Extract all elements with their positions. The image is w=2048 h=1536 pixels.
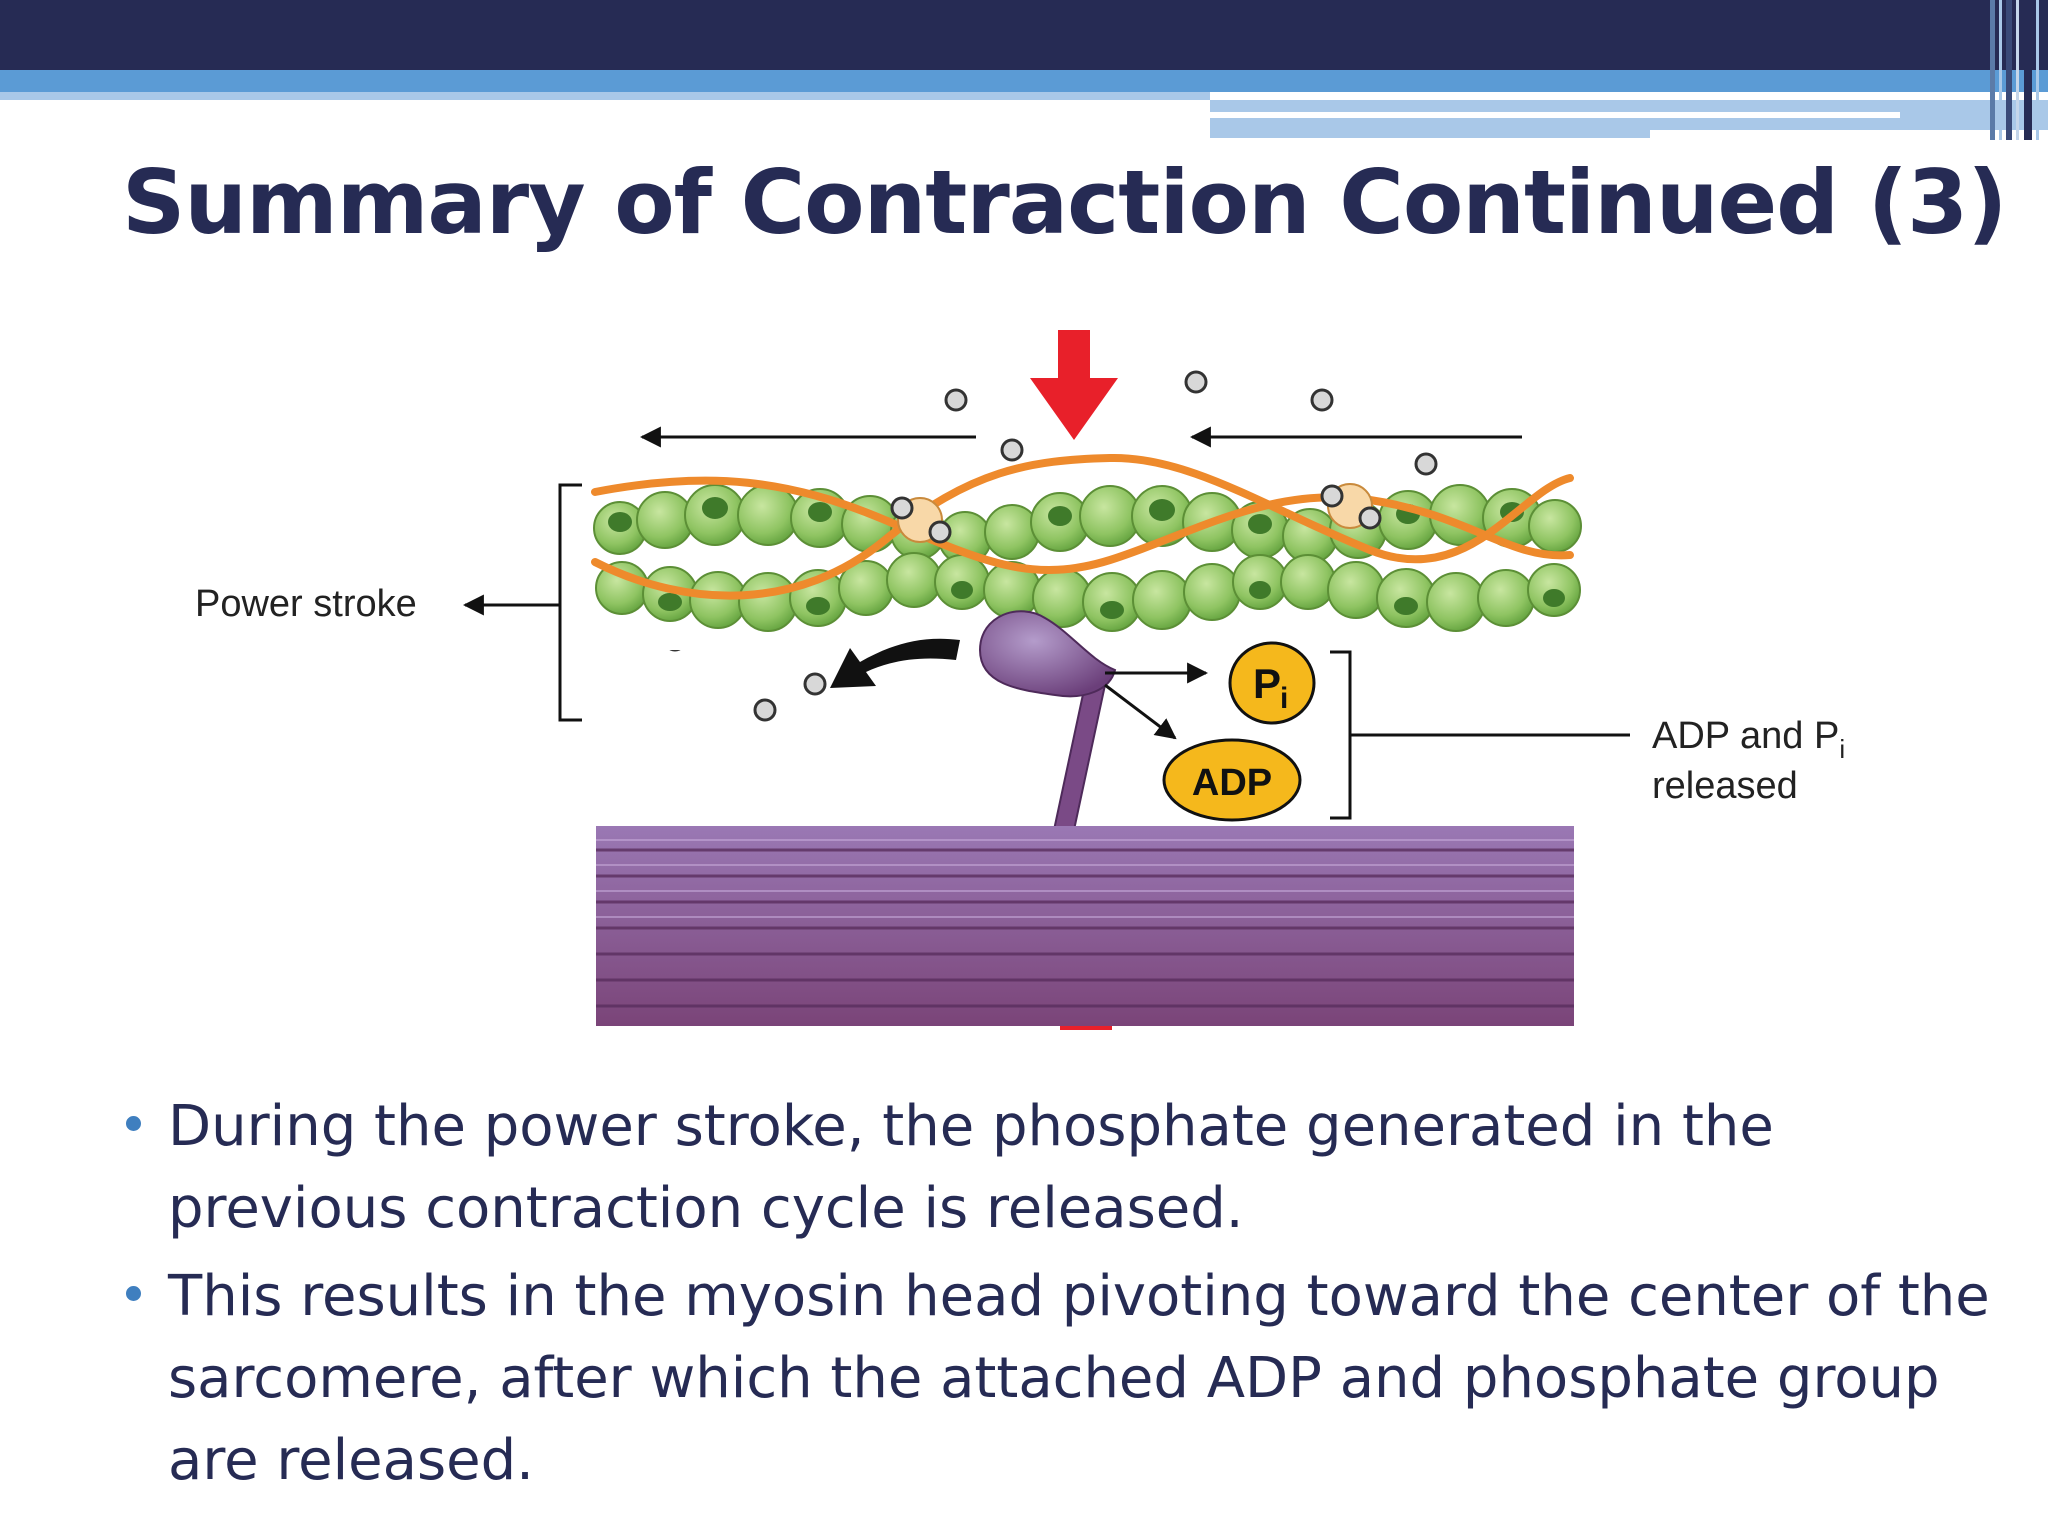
bullet-item: This results in the myosin head pivoting… <box>126 1256 2006 1502</box>
released-label-line2: released <box>1652 765 1798 807</box>
power-stroke-label: Power stroke <box>195 583 417 625</box>
red-down-arrow <box>1030 330 1118 440</box>
actin-binding-sites <box>608 497 1565 619</box>
power-stroke-bracket <box>558 483 582 722</box>
bullet-text: This results in the myosin head pivoting… <box>168 1264 1990 1493</box>
bullet-dot <box>126 1116 141 1131</box>
actin-filament <box>590 453 1582 650</box>
power-stroke-diagram: Power stroke P i ADP ADP and Pi released <box>150 310 1890 1040</box>
actin-beads-bottom <box>595 552 1581 632</box>
thick-filament <box>596 826 1574 1026</box>
top-decorative-band <box>0 0 2048 140</box>
troponin-complex-right <box>1320 483 1382 530</box>
pi-label-sub: i <box>1280 682 1288 715</box>
tropomyosin-strand-1 <box>591 476 1574 574</box>
diagram-canvas: Power stroke P i ADP ADP and Pi released <box>195 330 1845 1030</box>
released-label-line1-sub: i <box>1839 734 1845 764</box>
center-mark <box>1060 1026 1112 1030</box>
released-bracket <box>1330 650 1352 820</box>
pi-ion: P i <box>1228 641 1316 725</box>
released-label-line1-main: ADP and P <box>1652 715 1839 757</box>
pivot-curved-arrow <box>830 638 960 688</box>
myosin-head <box>978 610 1117 698</box>
adp-label: ADP <box>1192 762 1272 804</box>
bullet-list: During the power stroke, the phosphate g… <box>126 1086 2006 1508</box>
slide-title: Summary of Contraction Continued (3) <box>122 151 2007 254</box>
bullet-text: During the power stroke, the phosphate g… <box>168 1094 1774 1241</box>
arrow-to-adp <box>1104 683 1177 740</box>
adp-ion: ADP <box>1162 738 1302 822</box>
bullet-item: During the power stroke, the phosphate g… <box>126 1086 2006 1250</box>
troponin-complex-left <box>890 496 952 544</box>
released-label-line1: ADP and Pi <box>1652 715 1845 764</box>
tropomyosin-strand-2 <box>591 453 1574 600</box>
pi-label: P <box>1253 660 1281 707</box>
bullet-dot <box>126 1286 141 1301</box>
